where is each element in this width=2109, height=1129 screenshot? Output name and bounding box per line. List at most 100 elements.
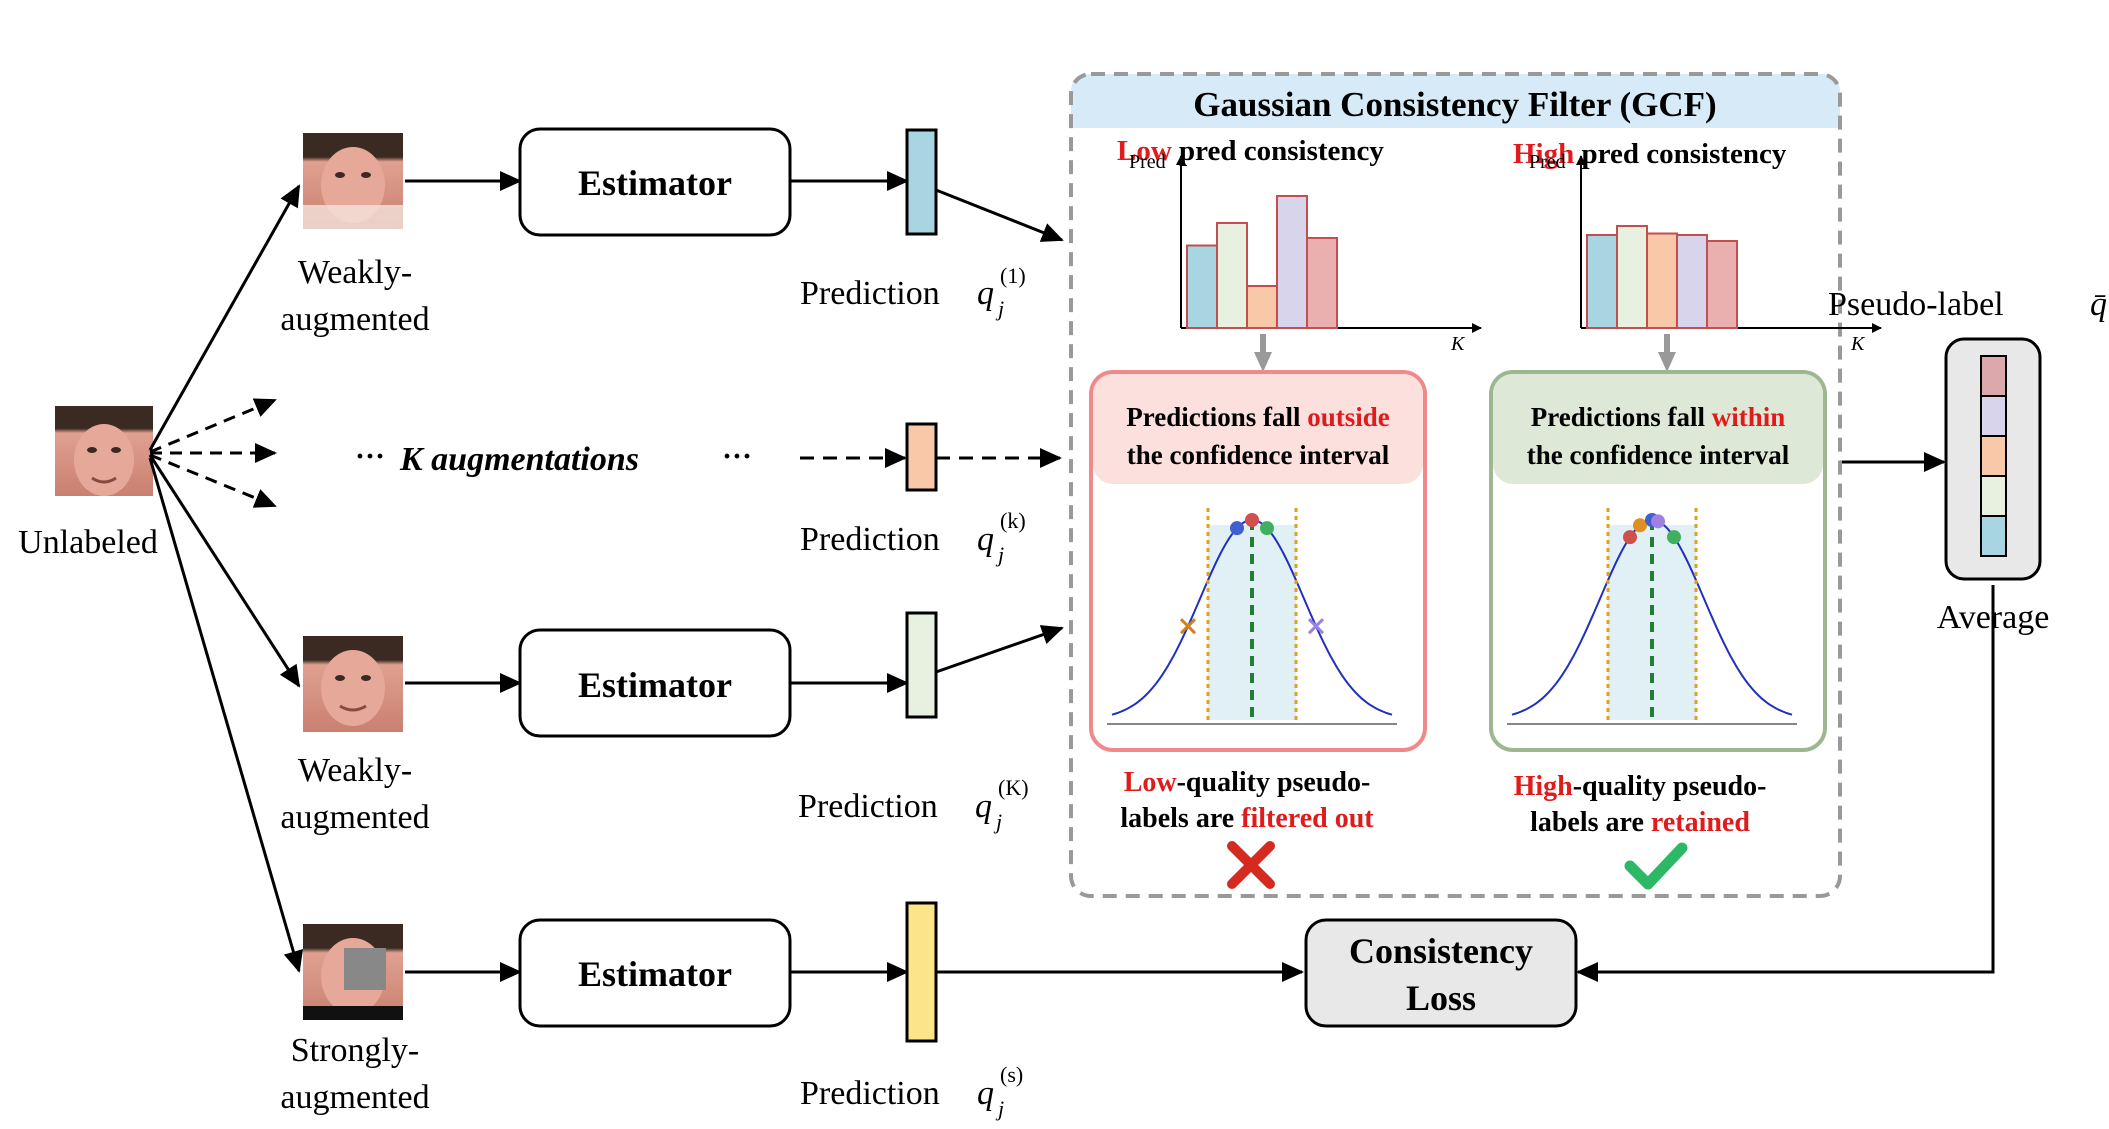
x-axis-label: K bbox=[1850, 333, 1866, 355]
estimator-strong: Estimator bbox=[518, 918, 792, 1028]
prediction-point bbox=[1623, 530, 1637, 545]
estimator-weak2: Estimator bbox=[518, 628, 792, 738]
low-result-line2: labels are filtered out bbox=[1120, 803, 1374, 834]
bar bbox=[1306, 237, 1338, 329]
j-subscript: j bbox=[995, 296, 1004, 321]
check-icon bbox=[1624, 842, 1688, 890]
prediction-label-K: Prediction q j (K) bbox=[798, 775, 1029, 834]
within-box-line2: the confidence interval bbox=[1527, 440, 1790, 470]
x-axis-label: K bbox=[1450, 333, 1466, 355]
gcf-panel: Gaussian Consistency Filter (GCF) Low pr… bbox=[1069, 72, 1882, 898]
bar bbox=[1276, 195, 1308, 329]
outlier-marker bbox=[1179, 618, 1197, 635]
prediction-point bbox=[1667, 530, 1681, 545]
consistency-loss-box: Consistency Loss bbox=[1304, 918, 1578, 1028]
superscript: (s) bbox=[1000, 1062, 1023, 1087]
weak1-label-line1: Weakly- bbox=[298, 254, 412, 291]
bar bbox=[1676, 234, 1708, 329]
bar bbox=[1186, 244, 1218, 329]
branch-arrows bbox=[148, 171, 1995, 982]
unlabeled-face-image bbox=[55, 406, 153, 496]
prediction-label-k: Prediction q j (k) bbox=[800, 508, 1026, 567]
strong-label-line1: Strongly- bbox=[291, 1032, 419, 1069]
weak2-label-line1: Weakly- bbox=[298, 752, 412, 789]
bar bbox=[1586, 234, 1618, 329]
estimator-weak1: Estimator bbox=[518, 127, 792, 237]
prediction-text: Prediction bbox=[800, 1075, 940, 1112]
within-interval-box: Predictions fall within the confidence i… bbox=[1489, 370, 1827, 752]
outside-box-line2: the confidence interval bbox=[1127, 440, 1390, 470]
prediction-point bbox=[1633, 518, 1647, 533]
unlabeled-label: Unlabeled bbox=[18, 524, 158, 561]
prediction-point bbox=[1651, 514, 1665, 529]
estimator-label: Estimator bbox=[578, 665, 732, 705]
weak2-label-line2: augmented bbox=[280, 799, 429, 836]
low-result-line1: Low-quality pseudo- bbox=[1124, 767, 1371, 798]
gcf-title: Gaussian Consistency Filter (GCF) bbox=[1193, 85, 1716, 124]
prediction-vector-K bbox=[905, 611, 938, 719]
stack-segment bbox=[1980, 435, 2007, 477]
prediction-label-s: Prediction q j (s) bbox=[800, 1062, 1023, 1121]
j-subscript: j bbox=[995, 1096, 1004, 1121]
high-result-line1: High-quality pseudo- bbox=[1514, 771, 1767, 802]
gaussian-plot-low bbox=[1107, 508, 1397, 725]
superscript: (1) bbox=[1000, 263, 1026, 288]
pseudo-label-stack bbox=[1980, 355, 2007, 557]
outside-box-line1: Predictions fall outside bbox=[1126, 402, 1390, 432]
loss-label: Loss bbox=[1406, 978, 1476, 1018]
prediction-vector-k bbox=[905, 422, 938, 492]
stack-segment bbox=[1980, 395, 2007, 437]
high-consistency-header: High pred consistency bbox=[1513, 138, 1787, 170]
j-subscript: j bbox=[993, 809, 1002, 834]
bar bbox=[1646, 232, 1678, 329]
y-axis-label: Pred bbox=[1529, 151, 1566, 173]
prediction-text: Prediction bbox=[798, 788, 938, 825]
k-augmentations-label: K augmentations bbox=[399, 441, 639, 478]
stack-segment bbox=[1980, 515, 2007, 557]
pseudo-label-title: Pseudo-label q̄ bbox=[1828, 286, 2107, 323]
ellipsis-left: ··· bbox=[355, 440, 385, 473]
q-symbol: q bbox=[975, 788, 992, 825]
cutout-mask bbox=[344, 948, 386, 990]
average-label: Average bbox=[1937, 599, 2050, 636]
superscript: (k) bbox=[1000, 508, 1026, 533]
prediction-text: Prediction bbox=[800, 521, 940, 558]
weak1-label-line2: augmented bbox=[280, 301, 429, 338]
prediction-point bbox=[1230, 521, 1244, 536]
y-axis-label: Pred bbox=[1129, 151, 1166, 173]
strong-label-line2: augmented bbox=[280, 1079, 429, 1116]
pseudo-label-text: Pseudo-label bbox=[1828, 286, 2004, 323]
consistency-label: Consistency bbox=[1349, 931, 1533, 971]
stack-segment bbox=[1980, 475, 2007, 517]
prediction-point bbox=[1260, 521, 1274, 536]
outside-interval-box: Predictions fall outside the confidence … bbox=[1089, 370, 1427, 752]
prediction-point bbox=[1245, 513, 1259, 527]
j-subscript: j bbox=[995, 542, 1004, 567]
within-box-line1: Predictions fall within bbox=[1531, 402, 1786, 432]
q-bar-symbol: q̄ bbox=[2090, 286, 2107, 323]
prediction-vector-s bbox=[905, 901, 938, 1043]
q-symbol: q bbox=[977, 521, 994, 558]
low-consistency-header: Low pred consistency bbox=[1117, 135, 1384, 167]
q-symbol: q bbox=[977, 275, 994, 312]
weak-face-image-1 bbox=[303, 133, 403, 229]
prediction-vector-1 bbox=[905, 128, 938, 236]
bar bbox=[1246, 285, 1278, 329]
prediction-label-1: Prediction q j (1) bbox=[800, 263, 1026, 321]
bar bbox=[1706, 240, 1738, 329]
high-result-line2: labels are retained bbox=[1530, 807, 1750, 838]
superscript: (K) bbox=[998, 775, 1029, 800]
stack-segment bbox=[1980, 355, 2007, 397]
estimator-label: Estimator bbox=[578, 954, 732, 994]
strong-face-image bbox=[303, 924, 403, 1020]
estimator-label: Estimator bbox=[578, 163, 732, 203]
prediction-text: Prediction bbox=[800, 275, 940, 312]
bar bbox=[1216, 222, 1248, 329]
bar bbox=[1616, 225, 1648, 329]
weak-face-image-2 bbox=[303, 636, 403, 732]
q-symbol: q bbox=[977, 1075, 994, 1112]
ellipsis-right: ··· bbox=[722, 440, 752, 473]
